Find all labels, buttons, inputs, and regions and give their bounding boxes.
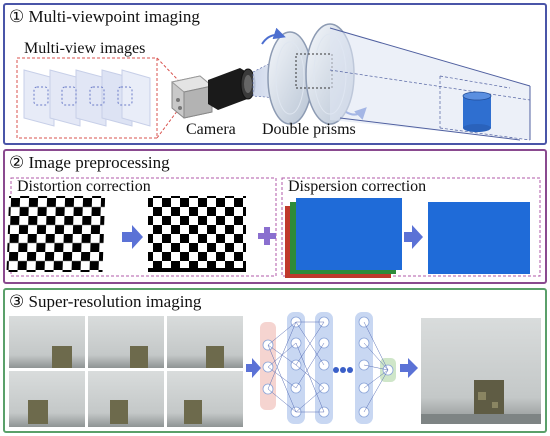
double-prisms-label: Double prisms (262, 121, 356, 138)
distortion-correction-label: Distortion correction (17, 178, 151, 195)
multiview-image-stack (23, 69, 151, 127)
arrow-to-output (400, 358, 418, 378)
plus-sign (258, 227, 276, 245)
arrow-distortion (122, 225, 143, 249)
panel2-title: ② Image preprocessing (9, 153, 170, 172)
camera-label: Camera (186, 121, 236, 138)
distorted-checkerboard (6, 196, 106, 272)
neural-network (260, 312, 396, 424)
camera (170, 68, 256, 119)
panel1-title: ① Multi-viewpoint imaging (9, 7, 200, 26)
panel-multiview-imaging (3, 3, 547, 145)
super-resolution-output (421, 318, 541, 424)
low-res-image-grid (9, 316, 243, 427)
dispersion-correction-label: Dispersion correction (288, 178, 427, 195)
corrected-blue-image (428, 202, 530, 274)
target-cylinder (462, 91, 492, 132)
panel3-title: ③ Super-resolution imaging (9, 292, 202, 311)
multiview-images-label: Multi-view images (24, 40, 146, 57)
panel-super-resolution (3, 288, 547, 433)
viewing-volume (329, 27, 531, 141)
dispersed-image-stack (285, 198, 402, 278)
corrected-checkerboard (148, 196, 246, 272)
arrow-dispersion (404, 225, 423, 249)
panel-image-preprocessing (3, 149, 547, 284)
arrow-to-network (246, 358, 261, 378)
multiview-images-box (16, 57, 158, 139)
